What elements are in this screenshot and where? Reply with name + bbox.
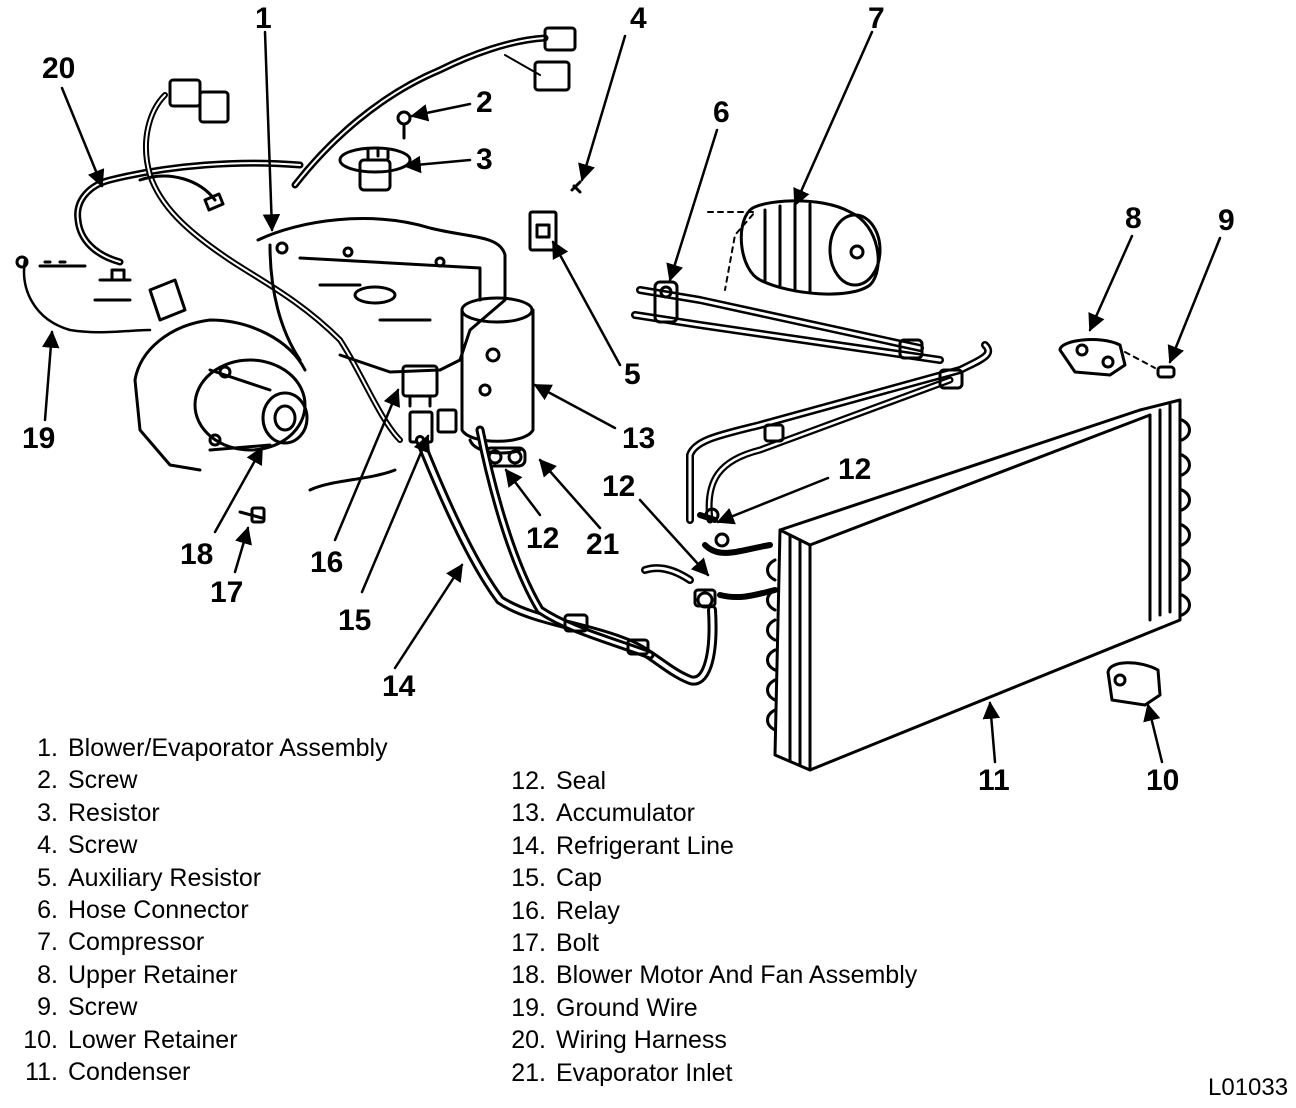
condenser-drawing [766,398,1191,772]
callout-19: 19 [22,422,56,455]
legend-item: 11.Condenser [25,1058,191,1087]
condenser-lines-drawing [631,280,993,609]
blower-motor-fan-drawing [93,268,309,472]
callout-16: 16 [310,546,344,579]
callout-21: 21 [586,528,620,561]
legend-item: 3.Resistor [37,798,160,827]
callout-15: 15 [338,604,372,637]
callout-5: 5 [624,358,641,391]
legend-item: 8.Upper Retainer [37,960,238,989]
legend-item: 6.Hose Connector [37,896,249,925]
callout-14: 14 [382,670,416,703]
screw-4-drawing [570,180,582,194]
callout-17: 17 [210,576,244,609]
callout-8: 8 [1125,202,1142,235]
legend-item: 20.Wiring Harness [511,1026,727,1055]
callout-12-line: 12 [602,470,636,503]
callout-7: 7 [868,2,885,35]
legend-item: 10.Lower Retainer [23,1025,238,1054]
parts-legend-left: 1.Blower/Evaporator Assembly 2.Screw 3.R… [0,732,388,1088]
legend-item: 5.Auxiliary Resistor [37,863,262,892]
callout-10: 10 [1146,764,1180,797]
relay-drawing [401,364,439,408]
legend-item: 18.Blower Motor And Fan Assembly [511,961,918,990]
parts-legend-right: 12.Seal 13.Accumulator 14.Refrigerant Li… [496,765,917,1089]
blower-evaporator-housing-drawing [256,217,507,374]
callout-12-condenser: 12 [838,453,872,486]
callout-leaders [42,30,1222,764]
callout-20: 20 [42,52,76,85]
legend-item: 2.Screw [37,766,138,795]
legend-item: 12.Seal [511,767,607,795]
upper-retainer-drawing [1058,338,1156,377]
callout-12-inlet: 12 [526,522,560,555]
callout-11: 11 [978,764,1010,797]
callout-13: 13 [622,422,656,455]
screw-9-drawing [1156,365,1176,379]
legend-item: 7.Compressor [37,928,205,957]
legend-item: 13.Accumulator [511,799,695,828]
wiring-harness-drawing [74,26,577,443]
screw-2-drawing [396,110,412,140]
callout-9: 9 [1218,204,1235,237]
callout-6: 6 [713,96,730,129]
refrigerant-line-drawing [415,425,718,686]
callout-4: 4 [630,2,647,35]
legend-item: 17.Bolt [511,929,600,958]
ground-lead-drawing [308,468,397,492]
callout-1: 1 [255,2,272,35]
resistor-drawing [338,146,412,192]
legend-item: 19.Ground Wire [511,993,698,1022]
callout-18: 18 [180,538,214,571]
legend-item: 16.Relay [511,896,620,925]
bolt-drawing [238,506,266,524]
auxiliary-resistor-drawing [528,210,558,252]
legend-item: 21.Evaporator Inlet [511,1058,733,1087]
legend-item: 9.Screw [37,993,138,1022]
figure-code: L01033 [1208,1074,1289,1101]
legend-item: 4.Screw [37,831,138,860]
legend-item: 14.Refrigerant Line [511,831,734,860]
accumulator-drawing [460,296,535,455]
legend-item: 1.Blower/Evaporator Assembly [37,734,388,762]
callout-2: 2 [476,86,493,119]
lower-retainer-drawing [1106,661,1162,707]
legend-item: 15.Cap [511,864,602,893]
callout-3: 3 [476,143,493,176]
compressor-drawing [707,199,882,296]
ground-wire-drawing [15,255,152,334]
